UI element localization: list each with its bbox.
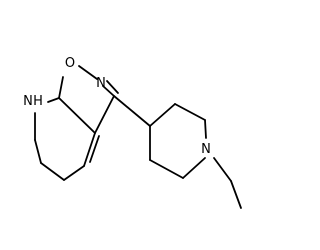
bond xyxy=(213,157,232,182)
bond xyxy=(204,119,207,139)
atom-label-n-isoxazole: N xyxy=(96,76,106,91)
molecule-structure: N H O N N xyxy=(23,56,242,209)
bond xyxy=(58,97,96,134)
atom-label-o: O xyxy=(65,56,75,71)
atom-label-n-ring: N xyxy=(23,94,33,109)
bond xyxy=(58,76,64,99)
bond xyxy=(113,95,151,127)
bond xyxy=(47,97,60,103)
double-bond xyxy=(102,85,115,97)
bond xyxy=(34,139,42,164)
atom-label-n-piperidine: N xyxy=(201,142,211,157)
bond xyxy=(182,157,206,179)
bond xyxy=(63,165,85,181)
atom-label-h: H xyxy=(33,94,43,109)
structure-canvas: N H O N N xyxy=(23,56,242,209)
bond xyxy=(174,103,206,121)
double-bond xyxy=(83,132,96,167)
bond xyxy=(40,162,65,181)
bond xyxy=(149,103,176,127)
bond xyxy=(94,95,115,134)
bond xyxy=(230,180,242,209)
bond xyxy=(149,159,184,179)
bond xyxy=(78,65,98,80)
double-bond xyxy=(106,80,119,94)
double-bond xyxy=(89,135,100,163)
